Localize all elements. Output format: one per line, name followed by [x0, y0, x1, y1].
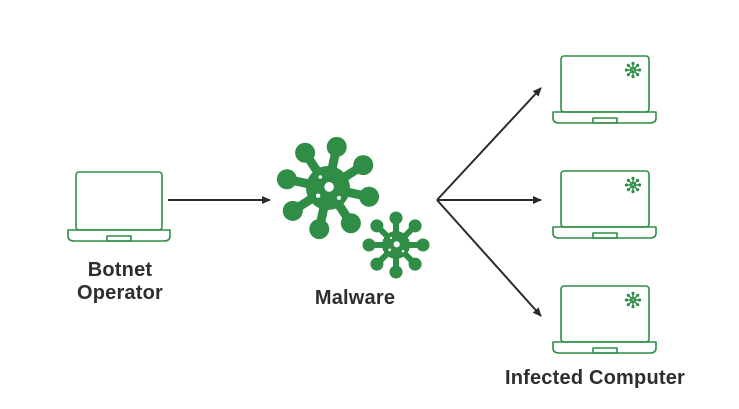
virus-hole — [388, 248, 392, 252]
virus-knob — [636, 178, 640, 182]
virus-knob — [408, 257, 422, 271]
virus-hole — [631, 183, 633, 184]
virus-knob — [638, 68, 642, 72]
virus-knob — [416, 238, 430, 252]
virus-knob — [389, 265, 403, 279]
virus-knob — [626, 63, 630, 67]
operator-label-line1: Botnet — [87, 259, 153, 281]
virus-hole — [389, 236, 393, 240]
virus-knob — [389, 211, 403, 225]
virus-knob — [636, 73, 640, 77]
virus-hole — [631, 68, 633, 69]
virus-hole — [632, 299, 634, 301]
virus-hole — [634, 71, 635, 72]
infected-laptop-icon — [552, 285, 657, 354]
virus-knob — [626, 293, 630, 297]
virus-knob — [638, 183, 642, 187]
virus-hole — [634, 301, 635, 302]
virus-mark-icon — [624, 291, 642, 309]
infected-computer-label: Infected Computer — [504, 367, 686, 389]
operator-laptop-icon — [67, 171, 171, 242]
virus-hole — [634, 186, 635, 187]
virus-knob — [631, 291, 635, 295]
virus-knob — [370, 257, 384, 271]
virus-knob — [631, 305, 635, 309]
virus-knob — [408, 219, 422, 233]
virus-knob — [631, 61, 635, 65]
virus-knob — [624, 298, 629, 302]
virus-hole — [631, 298, 633, 299]
virus-knob — [309, 219, 330, 240]
virus-knob — [282, 200, 303, 221]
virus-knob — [626, 303, 630, 307]
virus-hole — [401, 250, 405, 253]
virus-knob — [636, 63, 640, 67]
virus-knob — [631, 190, 635, 194]
operator-label-line2: Operator — [76, 282, 164, 304]
virus-hole — [631, 70, 632, 72]
virus-hole — [315, 193, 321, 198]
virus-hole — [393, 241, 400, 248]
arrow-to-infected-bottom — [436, 199, 542, 317]
virus-knob — [638, 298, 642, 302]
virus-knob — [276, 169, 297, 190]
virus-knob — [636, 293, 640, 297]
virus-knob — [626, 73, 630, 77]
virus-mark-icon — [624, 61, 642, 79]
virus-knob — [631, 75, 635, 79]
virus-hole — [631, 300, 632, 302]
infected-computers — [552, 55, 657, 354]
infected-laptop-icon — [552, 170, 657, 239]
virus-hole — [324, 182, 334, 192]
malware-label: Malware — [314, 287, 396, 309]
virus-knob — [359, 186, 380, 207]
malware-virus-large-icon — [276, 136, 380, 240]
virus-hole — [337, 195, 341, 200]
virus-knob — [295, 142, 316, 163]
virus-knob — [636, 188, 640, 192]
virus-hole — [632, 69, 634, 71]
virus-knob — [370, 219, 384, 233]
virus-knob — [362, 238, 376, 252]
virus-hole — [631, 185, 632, 187]
infected-laptop-icon — [552, 55, 657, 124]
virus-knob — [636, 303, 640, 307]
virus-mark-icon — [624, 176, 642, 194]
virus-knob — [626, 188, 630, 192]
virus-knob — [631, 176, 635, 180]
virus-knob — [624, 68, 629, 72]
virus-knob — [340, 213, 361, 234]
virus-knob — [626, 178, 630, 182]
virus-hole — [318, 175, 323, 179]
arrows-malware-to-infected — [436, 87, 542, 317]
virus-knob — [353, 155, 374, 176]
virus-knob — [326, 136, 347, 157]
malware-virus-small-icon — [362, 211, 430, 279]
virus-hole — [632, 184, 634, 186]
operator-label: Botnet Operator — [60, 259, 180, 305]
virus-knob — [624, 183, 629, 187]
arrow-to-infected-top — [436, 87, 542, 201]
